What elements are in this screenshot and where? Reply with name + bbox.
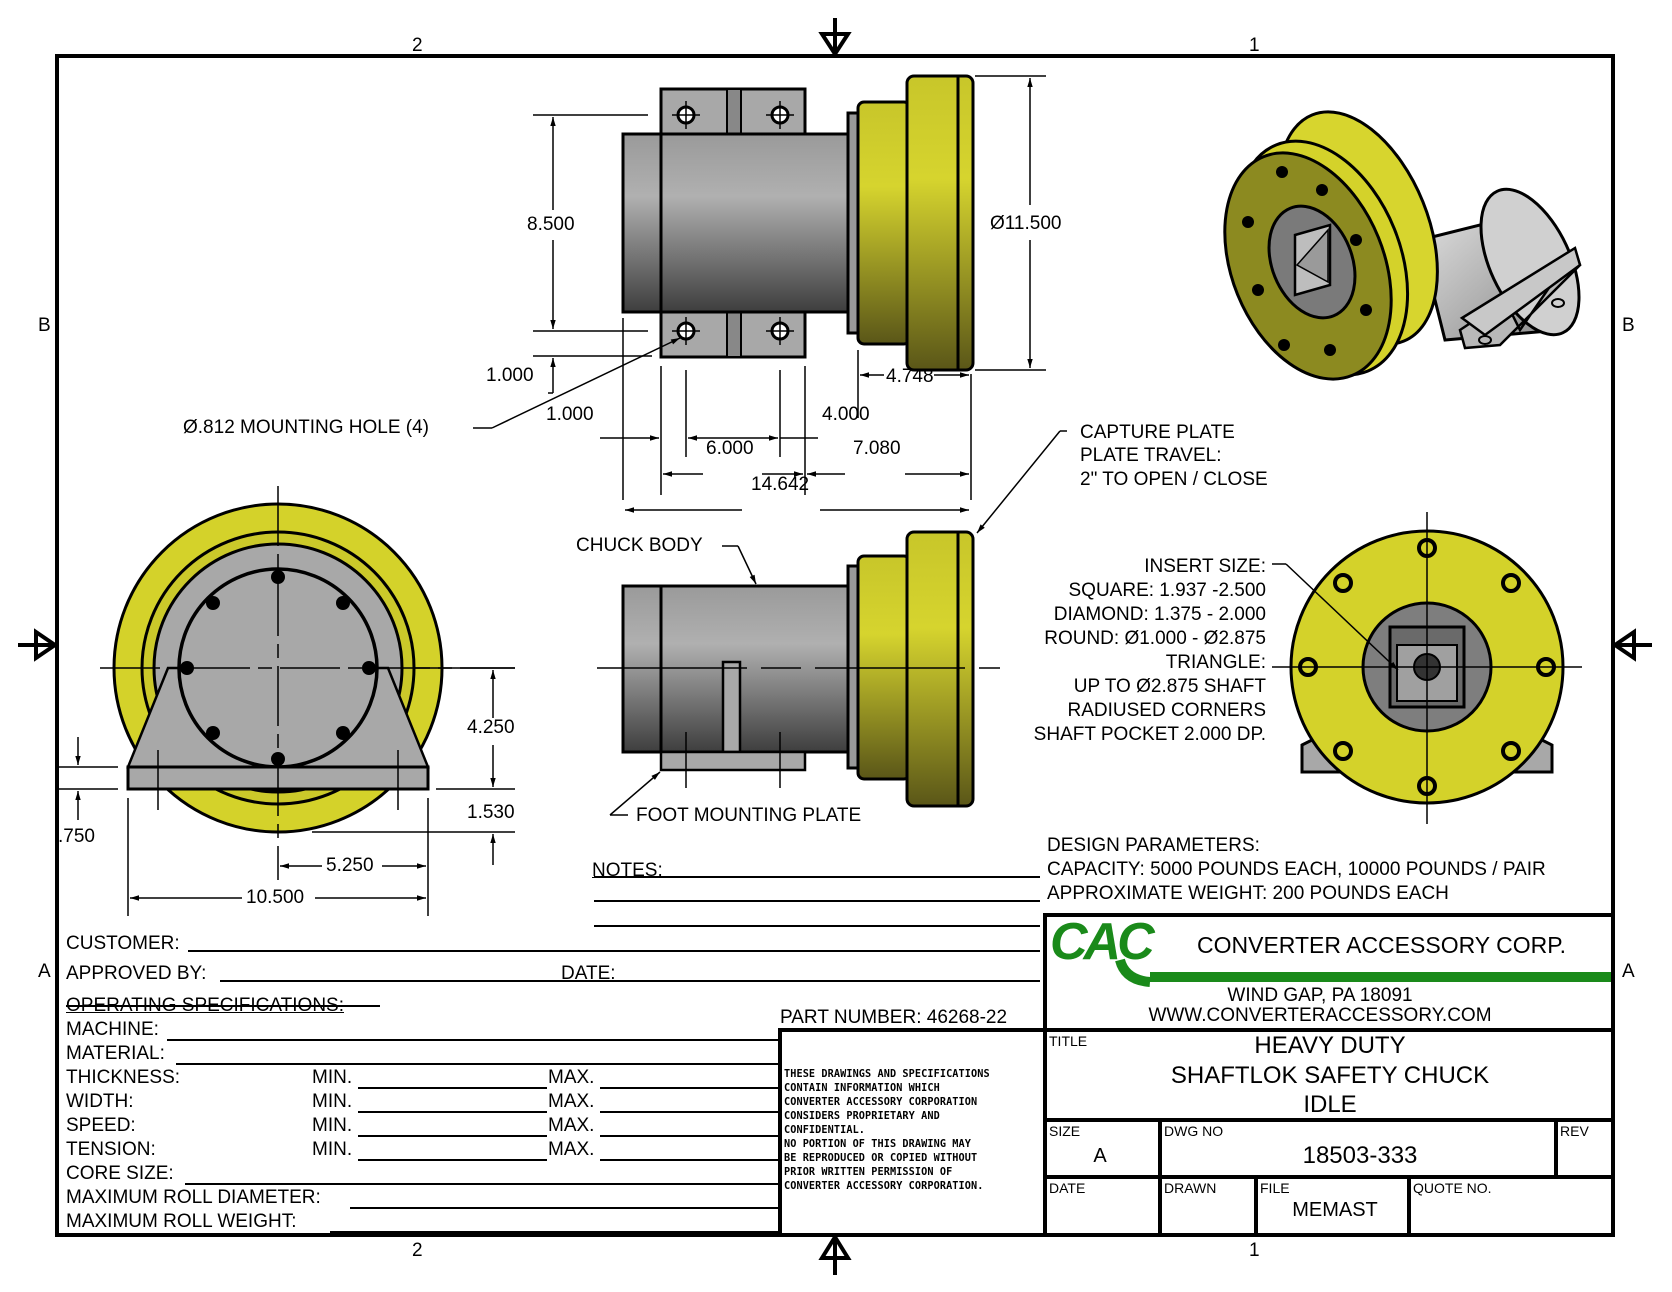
file-value: MEMAST [1292, 1199, 1378, 1221]
core-size-label[interactable]: CORE SIZE: [66, 1163, 174, 1184]
date-label[interactable]: DATE: [561, 963, 616, 984]
insert-note-line: UP TO Ø2.875 SHAFT [1073, 676, 1266, 697]
max-roll-diameter-label[interactable]: MAXIMUM ROLL DIAMETER: [66, 1187, 321, 1208]
tension-label[interactable]: TENSION: [66, 1139, 156, 1160]
zone-label-top-2: 2 [412, 35, 423, 56]
mounting-hole-callout: Ø.812 MOUNTING HOLE (4) [183, 417, 429, 438]
end-view [57, 486, 515, 916]
date-block-label: DATE [1049, 1180, 1086, 1196]
zone-label-bottom-1: 1 [1249, 1240, 1260, 1261]
insert-note-line: RADIUSED CORNERS [1067, 700, 1266, 721]
dim-edge-offset: 1.000 [546, 404, 594, 425]
dim-center-height: 4.250 [467, 717, 515, 738]
dim-half-width: 5.250 [326, 855, 374, 876]
dim-base-below: 1.530 [467, 802, 515, 823]
design-parameters-heading: DESIGN PARAMETERS: [1047, 835, 1260, 856]
insert-size-note: INSERT SIZE: SQUARE: 1.937 -2.500 DIAMON… [1034, 555, 1266, 747]
section-arrow-right [1611, 628, 1652, 662]
section-arrow-top [818, 18, 852, 58]
material-label[interactable]: MATERIAL: [66, 1043, 165, 1064]
form-lines [66, 876, 1040, 1233]
dim-plate-thickness: .750 [58, 826, 95, 847]
title-line-1: HEAVY DUTY [1254, 1032, 1406, 1059]
dwg-no-value: 18503-333 [1302, 1142, 1418, 1169]
dim-flange-diameter: Ø11.500 [990, 213, 1062, 234]
top-view [473, 74, 1067, 534]
chuck-body-label: CHUCK BODY [576, 535, 703, 556]
insert-note-line: SQUARE: 1.937 -2.500 [1068, 580, 1267, 601]
speed-min-label: MIN. [312, 1115, 353, 1136]
capture-plate-note-line1: CAPTURE PLATE [1080, 422, 1235, 443]
width-max-label: MAX. [548, 1091, 595, 1112]
design-parameters-weight: APPROXIMATE WEIGHT: 200 POUNDS EACH [1047, 883, 1449, 904]
confidentiality-notice: THESE DRAWINGS AND SPECIFICATIONS CONTAI… [784, 1069, 990, 1192]
capture-plate-note-line3: 2" TO OPEN / CLOSE [1080, 469, 1268, 490]
speed-max-label: MAX. [548, 1115, 595, 1136]
company-name: CONVERTER ACCESSORY CORP. [1197, 932, 1566, 958]
machine-label[interactable]: MACHINE: [66, 1019, 159, 1040]
side-view [597, 530, 1000, 816]
design-parameters-capacity: CAPACITY: 5000 POUNDS EACH, 10000 POUNDS… [1047, 859, 1546, 880]
dim-flange-depth: 4.748 [886, 366, 934, 387]
dwg-no-label: DWG NO [1164, 1123, 1224, 1139]
company-logo-mark: CAC [1050, 913, 1155, 971]
dim-foot-width: 10.500 [246, 887, 305, 908]
company-logo [1115, 958, 1611, 987]
dim-bracket-width: 6.000 [706, 438, 754, 459]
section-arrow-bottom [818, 1233, 852, 1275]
thickness-label[interactable]: THICKNESS: [66, 1067, 181, 1088]
dim-hole-spacing: 4.000 [822, 404, 870, 425]
max-roll-weight-label[interactable]: MAXIMUM ROLL WEIGHT: [66, 1211, 297, 1232]
file-label: FILE [1260, 1180, 1290, 1196]
dim-hole-offset: 1.000 [486, 365, 534, 386]
zone-label-right-a: A [1622, 961, 1635, 982]
title-block [778, 913, 1615, 1237]
company-address: WIND GAP, PA 18091 [1227, 985, 1413, 1006]
quote-no-label: QUOTE NO. [1413, 1180, 1492, 1196]
tension-min-label: MIN. [312, 1139, 353, 1160]
thickness-min-label: MIN. [312, 1067, 353, 1088]
insert-note-line: TRIANGLE: [1165, 652, 1266, 673]
front-view [1272, 512, 1582, 824]
approved-by-label[interactable]: APPROVED BY: [66, 963, 207, 984]
title-line-2: SHAFTLOK SAFETY CHUCK [1170, 1062, 1490, 1089]
company-website[interactable]: WWW.CONVERTERACCESSORY.COM [1148, 1005, 1492, 1026]
customer-label[interactable]: CUSTOMER: [66, 933, 180, 954]
logo-text: CAC [1050, 913, 1155, 971]
title-line-3: IDLE [1303, 1091, 1357, 1118]
section-arrow-left [18, 628, 59, 662]
size-value: A [1093, 1145, 1107, 1167]
zone-label-bottom-2: 2 [412, 1240, 423, 1261]
speed-label[interactable]: SPEED: [66, 1115, 136, 1136]
notes-label: NOTES: [592, 860, 663, 881]
drawn-label: DRAWN [1164, 1180, 1217, 1196]
dim-height: 8.500 [527, 214, 575, 235]
insert-note-line: ROUND: Ø1.000 - Ø2.875 [1044, 628, 1266, 649]
part-number: PART NUMBER: 46268-22 [780, 1007, 1008, 1028]
tension-max-label: MAX. [548, 1139, 595, 1160]
capture-plate-note-line2: PLATE TRAVEL: [1080, 445, 1222, 466]
insert-note-line: SHAFT POCKET 2.000 DP. [1033, 724, 1266, 745]
size-label: SIZE [1049, 1123, 1081, 1139]
rev-label: REV [1560, 1123, 1589, 1139]
foot-mounting-plate-label: FOOT MOUNTING PLATE [636, 805, 862, 826]
title-label: TITLE [1049, 1033, 1088, 1049]
operating-specs-heading: OPERATING SPECIFICATIONS: [66, 995, 344, 1016]
dim-front-length: 7.080 [853, 438, 901, 459]
dim-overall-length: 14.642 [751, 474, 810, 495]
zone-label-left-a: A [38, 961, 51, 982]
zone-label-top-1: 1 [1249, 35, 1260, 56]
insert-note-line: INSERT SIZE: [1144, 556, 1266, 577]
width-min-label: MIN. [312, 1091, 353, 1112]
width-label[interactable]: WIDTH: [66, 1091, 134, 1112]
zone-label-left-b: B [38, 315, 51, 336]
zone-label-right-b: B [1622, 315, 1635, 336]
insert-note-line: DIAMOND: 1.375 - 2.000 [1053, 604, 1266, 625]
thickness-max-label: MAX. [548, 1067, 595, 1088]
isometric-view [1223, 110, 1582, 381]
